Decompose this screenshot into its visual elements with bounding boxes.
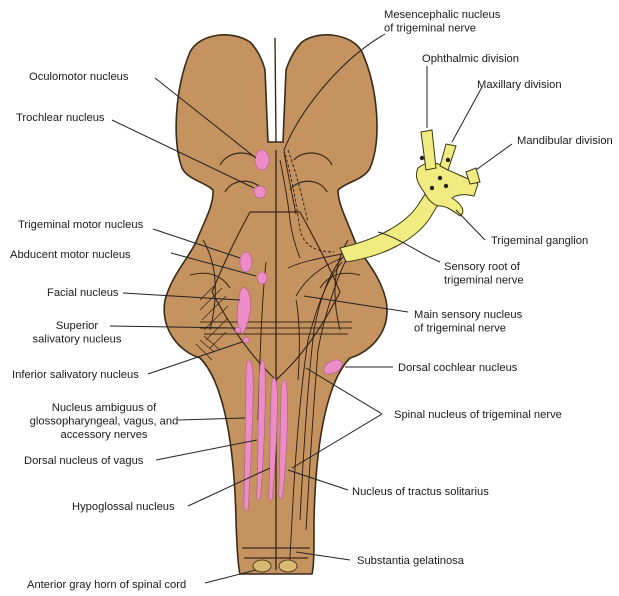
trochlear-nucleus-shape	[254, 186, 266, 198]
ganglion-dot	[420, 156, 424, 160]
label-superior-salivatory-nucleus: Superior salivatory nucleus	[33, 320, 122, 346]
ganglion-dot	[446, 158, 450, 162]
ganglion-dot	[430, 186, 434, 190]
label-main-sensory-nucleus: Main sensory nucleus of trigeminal nerve	[414, 309, 523, 335]
label-sensory-root: Sensory root of trigeminal nerve	[444, 261, 524, 287]
label-anterior-gray-horn: Anterior gray horn of spinal cord	[27, 579, 186, 591]
ganglion-dot	[444, 184, 448, 188]
label-line: Superior	[56, 320, 99, 332]
oculomotor-nucleus-shape	[255, 150, 269, 170]
ophthalmic-division-shape	[421, 130, 436, 170]
label-trochlear-nucleus: Trochlear nucleus	[16, 112, 105, 124]
label-line: of trigeminal nerve	[414, 323, 506, 335]
label-line: Nucleus ambiguus of	[52, 402, 157, 414]
label-line: Facial nucleus	[47, 287, 119, 299]
label-nucleus-tractus-solitarius: Nucleus of tractus solitarius	[352, 486, 489, 498]
label-dorsal-nucleus-vagus: Dorsal nucleus of vagus	[24, 455, 144, 467]
label-mandibular-division: Mandibular division	[517, 135, 613, 147]
label-line: glossopharyngeal, vagus, and	[30, 416, 179, 428]
anterior-gray-horn-right	[279, 560, 297, 572]
label-line: Main sensory nucleus	[414, 309, 523, 321]
superior-salivatory-shape	[235, 327, 241, 333]
label-dorsal-cochlear-nucleus: Dorsal cochlear nucleus	[398, 362, 518, 374]
label-line: Abducent motor nucleus	[10, 249, 131, 261]
label-hypoglossal-nucleus: Hypoglossal nucleus	[72, 501, 175, 513]
maxillary-division-shape	[440, 144, 456, 170]
label-line: salivatory nucleus	[33, 334, 122, 346]
label-trigeminal-motor-nucleus: Trigeminal motor nucleus	[18, 219, 144, 231]
label-inferior-salivatory-nucleus: Inferior salivatory nucleus	[12, 369, 139, 381]
label-nucleus-ambiguus: Nucleus ambiguus of glossopharyngeal, vag…	[30, 402, 179, 441]
label-line: Hypoglossal nucleus	[72, 501, 175, 513]
label-oculomotor-nucleus: Oculomotor nucleus	[29, 71, 129, 83]
label-line: Sensory root of	[444, 261, 521, 273]
label-line: Nucleus of tractus solitarius	[352, 486, 489, 498]
label-line: Mandibular division	[517, 135, 613, 147]
label-facial-nucleus: Facial nucleus	[47, 287, 119, 299]
label-line: Ophthalmic division	[422, 53, 519, 65]
label-line: trigeminal nerve	[444, 275, 524, 287]
label-line: Maxillary division	[477, 79, 562, 91]
label-abducent-motor-nucleus: Abducent motor nucleus	[10, 249, 131, 261]
label-line: Dorsal cochlear nucleus	[398, 362, 518, 374]
label-line: Anterior gray horn of spinal cord	[27, 579, 186, 591]
label-line: Trigeminal ganglion	[491, 235, 588, 247]
label-spinal-nucleus-trigeminal: Spinal nucleus of trigeminal nerve	[394, 409, 562, 421]
label-line: Trochlear nucleus	[16, 112, 105, 124]
label-trigeminal-ganglion: Trigeminal ganglion	[491, 235, 588, 247]
trigeminal-motor-nucleus-shape	[240, 252, 252, 272]
abducent-nucleus-shape	[257, 272, 267, 284]
label-ophthalmic-division: Ophthalmic division	[422, 53, 519, 65]
label-line: Spinal nucleus of trigeminal nerve	[394, 409, 562, 421]
label-mesencephalic-nucleus: Mesencephalic nucleus of trigeminal nerve	[384, 9, 501, 35]
label-line: Dorsal nucleus of vagus	[24, 455, 144, 467]
label-line: Inferior salivatory nucleus	[12, 369, 139, 381]
label-line: Trigeminal motor nucleus	[18, 219, 144, 231]
label-line: of trigeminal nerve	[384, 23, 476, 35]
label-substantia-gelatinosa: Substantia gelatinosa	[357, 555, 465, 567]
label-line: Oculomotor nucleus	[29, 71, 129, 83]
inferior-salivatory-shape	[243, 337, 249, 343]
label-line: Substantia gelatinosa	[357, 555, 465, 567]
ganglion-dot	[438, 176, 442, 180]
label-line: accessory nerves	[60, 429, 147, 441]
label-line: Mesencephalic nucleus	[384, 9, 501, 21]
label-maxillary-division: Maxillary division	[477, 79, 562, 91]
